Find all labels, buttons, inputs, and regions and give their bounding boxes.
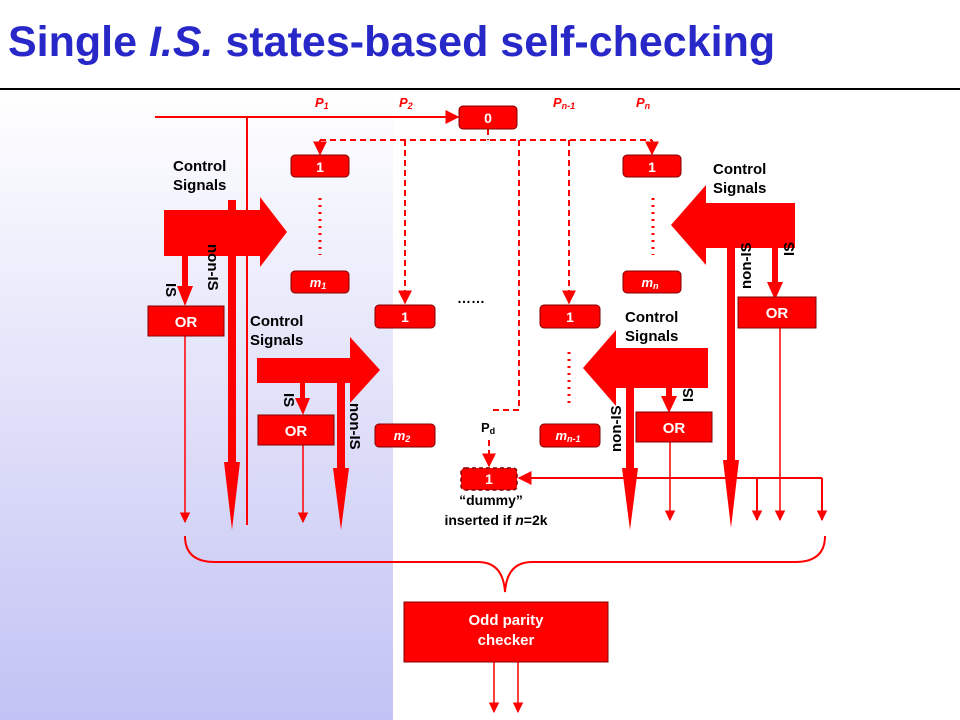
- box-text-m2: m2: [394, 428, 411, 444]
- box-text-dummy: 1: [485, 471, 493, 487]
- label-p2: P2: [399, 95, 413, 111]
- or-box-left-1: [147, 305, 225, 337]
- control-arrow-left-1: [164, 197, 287, 267]
- control-label-left-1: Control: [173, 158, 226, 175]
- box-text-pn-one: 1: [648, 159, 656, 175]
- is-line-left-2: [300, 372, 305, 400]
- thick-line-left-1: [228, 200, 236, 465]
- state-box-zero: [458, 105, 518, 130]
- thick-arrow-left-2: [333, 468, 349, 530]
- state-box-p1-one: [290, 154, 350, 178]
- control-label-left-2: Control: [250, 313, 303, 330]
- title-part-1: Single: [8, 18, 149, 66]
- background-gradient: [0, 90, 393, 720]
- control-label-right-1: Control: [713, 161, 766, 178]
- is-label-left-1: IS: [162, 283, 179, 297]
- thick-line-right-2: [727, 218, 735, 463]
- state-box-pn-one: [622, 154, 682, 178]
- thick-arrow-right-2: [723, 460, 739, 528]
- is-label-right-2: IS: [781, 242, 798, 256]
- nonis-label-right-2: non-IS: [738, 242, 755, 289]
- control-arrow-right-2: [583, 330, 708, 406]
- parity-text-1: Odd parity: [468, 612, 544, 629]
- nonis-label-left-1: non-IS: [204, 244, 221, 291]
- thick-line-left-2: [337, 370, 345, 470]
- parity-checker-box: [403, 601, 609, 663]
- state-box-pn1-one: [539, 304, 601, 329]
- label-pn1: Pn-1: [553, 95, 575, 111]
- is-arrow-left-1: [177, 286, 193, 306]
- or-text-left-2: OR: [285, 423, 308, 440]
- is-arrow-right-1: [661, 396, 677, 413]
- is-line-left-1: [182, 230, 188, 288]
- box-text-p2-one: 1: [401, 309, 409, 325]
- or-text-right-2: OR: [766, 305, 789, 322]
- output-brace: [184, 535, 826, 593]
- state-box-mn1: [539, 423, 601, 448]
- is-arrow-right-2: [767, 282, 783, 300]
- is-line-right-2: [772, 228, 778, 284]
- signals-label-left-2: Signals: [250, 332, 303, 349]
- state-box-mn: [622, 270, 682, 294]
- signals-label-left-1: Signals: [173, 177, 226, 194]
- label-p1: P1: [315, 95, 329, 111]
- is-arrow-left-2: [295, 398, 310, 415]
- parity-text-2: checker: [478, 632, 535, 649]
- or-text-left-1: OR: [175, 314, 198, 331]
- nonis-label-left-2: non-IS: [346, 403, 363, 450]
- control-arrow-right-1: [671, 185, 795, 265]
- or-box-right-1: [635, 411, 713, 443]
- is-label-right-1: IS: [680, 388, 697, 402]
- box-text-mn: mn: [641, 275, 659, 291]
- box-text-p1-one: 1: [316, 159, 324, 175]
- or-box-right-2: [737, 296, 817, 329]
- state-box-m2: [374, 423, 436, 448]
- label-pd: Pd: [481, 420, 495, 436]
- or-box-left-2: [257, 414, 335, 446]
- thick-arrow-right-1: [622, 468, 638, 530]
- title-italic-is: I.S.: [148, 18, 214, 66]
- is-label-left-2: IS: [280, 393, 297, 407]
- signals-label-right-2: Signals: [625, 328, 678, 345]
- or-text-right-1: OR: [663, 420, 686, 437]
- box-text-zero: 0: [484, 110, 492, 126]
- thick-line-right-1: [626, 380, 634, 470]
- box-text-mn1: mn-1: [555, 428, 580, 444]
- title-rule: [0, 88, 960, 90]
- title-part-2: states-based self-checking: [213, 18, 776, 66]
- nonis-label-right-1: non-IS: [608, 405, 625, 452]
- page-title: Single I.S. states-based self-checking: [8, 18, 775, 67]
- box-text-pn1-one: 1: [566, 309, 574, 325]
- thick-arrow-left-1: [224, 462, 240, 530]
- state-box-m1: [290, 270, 350, 294]
- inserted-label: inserted if n=2k: [444, 512, 547, 528]
- dummy-label: “dummy”: [459, 492, 523, 508]
- state-box-dummy: [460, 467, 518, 491]
- control-label-right-2: Control: [625, 309, 678, 326]
- label-pn: Pn: [636, 95, 651, 111]
- chain-ellipsis: ……: [457, 290, 485, 306]
- box-text-m1: m1: [310, 275, 327, 291]
- signals-label-right-1: Signals: [713, 180, 766, 197]
- control-arrow-left-2: [257, 337, 380, 403]
- state-box-p2-one: [374, 304, 436, 329]
